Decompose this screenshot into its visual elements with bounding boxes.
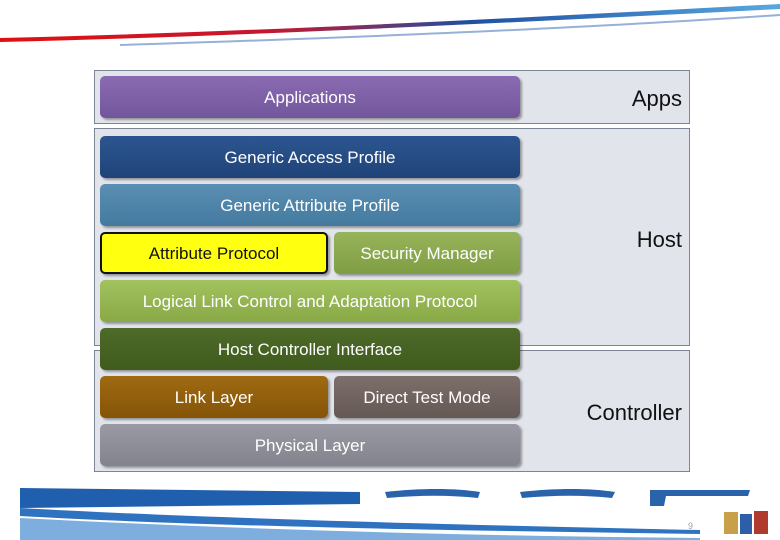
page-number: 9 — [688, 521, 694, 531]
generic-access-profile-layer: Generic Access Profile — [100, 136, 520, 178]
l2cap-layer: Logical Link Control and Adaptation Prot… — [100, 280, 520, 322]
link-layer-layer: Link Layer — [100, 376, 328, 418]
generic-access-profile-label: Generic Access Profile — [224, 148, 396, 167]
physical-layer-label: Physical Layer — [254, 436, 366, 455]
generic-attribute-profile-label: Generic Attribute Profile — [220, 196, 400, 215]
footer-banner — [20, 488, 750, 540]
host-section-label: Host — [636, 227, 682, 252]
applications-label: Applications — [264, 88, 356, 107]
host-controller-interface-layer: Host Controller Interface — [100, 328, 520, 370]
header-swoosh — [0, 4, 780, 46]
controller-section-label: Controller — [586, 400, 682, 425]
generic-attribute-profile-layer: Generic Attribute Profile — [100, 184, 520, 226]
direct-test-mode-layer: Direct Test Mode — [334, 376, 520, 418]
logo-icon — [724, 511, 768, 534]
host-controller-interface-label: Host Controller Interface — [217, 340, 403, 359]
direct-test-mode-label: Direct Test Mode — [363, 388, 491, 407]
physical-layer-layer: Physical Layer — [100, 424, 520, 466]
attribute-protocol-layer: Attribute Protocol — [100, 232, 328, 274]
applications-layer: Applications — [100, 76, 520, 118]
attribute-protocol-label: Attribute Protocol — [148, 244, 280, 263]
l2cap-label: Logical Link Control and Adaptation Prot… — [142, 292, 478, 311]
security-manager-label: Security Manager — [360, 244, 494, 263]
security-manager-layer: Security Manager — [334, 232, 520, 274]
apps-section-label: Apps — [631, 86, 682, 111]
link-layer-label: Link Layer — [174, 388, 254, 407]
